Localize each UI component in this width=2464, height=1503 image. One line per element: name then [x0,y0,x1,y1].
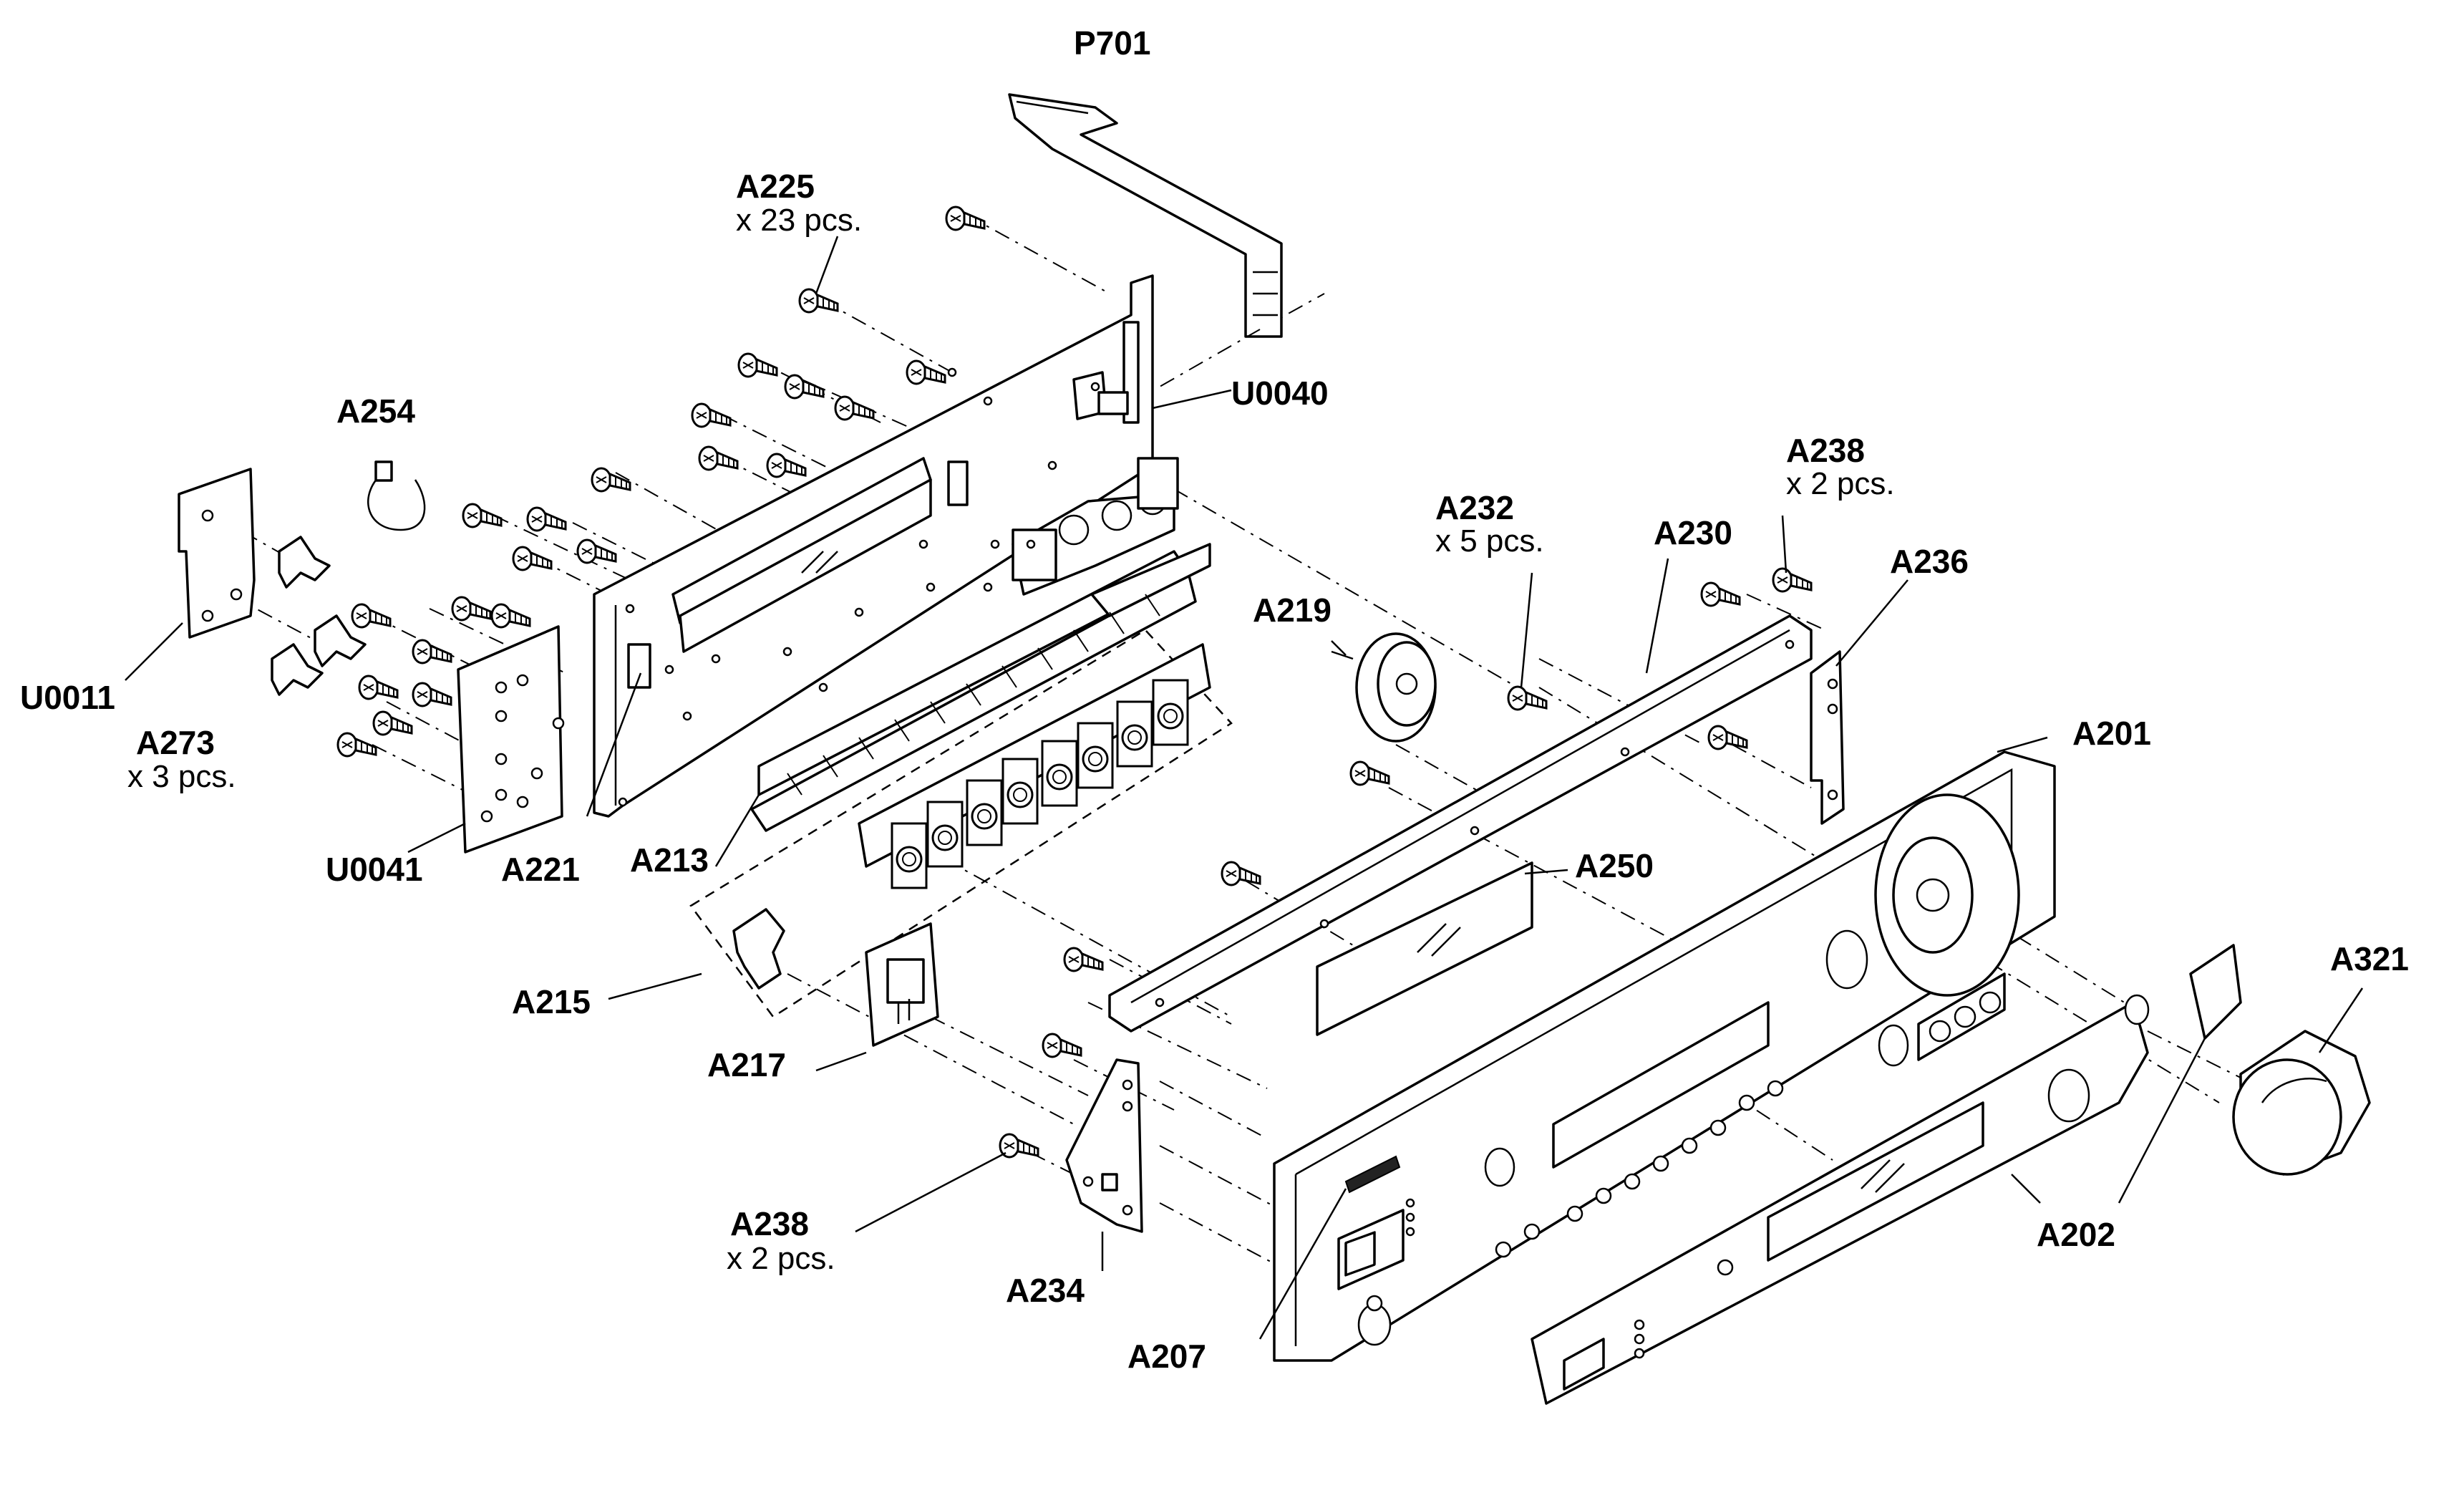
label-a232-qty: x 5 pcs. [1435,523,1544,559]
label-a201: A201 [2072,715,2151,752]
label-a238-top: A238 [1786,432,1865,469]
a215-knob-assembly [608,629,1233,1018]
label-a273: A273 [136,724,215,761]
a217-socket [815,922,939,1072]
u0040-main-board [593,274,1232,818]
label-a217: A217 [707,1046,786,1083]
a250-window [1316,861,1568,1036]
label-a238-bottom: A238 [730,1205,809,1242]
a232-leader [1520,572,1533,688]
a236-side-bracket [1810,579,1908,825]
label-a321: A321 [2330,940,2409,977]
label-u0040: U0040 [1231,374,1329,412]
a213-switch-holder [714,543,1211,867]
label-u0011: U0011 [20,679,115,716]
label-u0041: U0041 [326,851,423,888]
label-a215: A215 [512,983,591,1020]
label-a232: A232 [1435,489,1514,526]
label-a238-top-qty: x 2 pcs. [1786,466,1895,501]
label-a202: A202 [2037,1216,2115,1253]
label-a225-qty: x 23 pcs. [736,203,862,238]
label-a230: A230 [1654,514,1732,551]
a273-clips [271,536,367,696]
p701-ribbon-cable [1008,93,1283,387]
label-a207: A207 [1127,1338,1206,1375]
a219-encoder [1331,632,1437,743]
u0011-board [125,468,256,681]
label-a273-qty: x 3 pcs. [127,759,236,794]
label-a234: A234 [1006,1272,1085,1309]
label-a221: A221 [501,851,580,888]
label-a238-bottom-qty: x 2 pcs. [727,1241,835,1276]
a221-leader [586,672,642,817]
a321-knob [2124,987,2371,1176]
a234-side-bracket [1065,1058,1143,1271]
label-a225: A225 [736,168,815,205]
label-a250: A250 [1575,847,1654,884]
label-a254: A254 [336,392,415,430]
part-labels: P701 A225 x 23 pcs. U0040 A254 A238 x 2 … [20,24,2409,1375]
a230-top-bracket [1108,558,1813,1033]
label-p701: P701 [1074,24,1150,62]
a254-cable-tie [367,460,426,531]
a202-lower-trim [1531,944,2242,1405]
a238-bottom-leader [855,1151,1007,1233]
label-a219: A219 [1253,591,1332,629]
a225-leader [815,236,839,294]
label-a213: A213 [630,841,709,879]
label-a236: A236 [1890,543,1969,580]
a201-front-panel [1258,736,2056,1362]
a238-top-leader [1781,515,1788,574]
u0041-board [407,625,565,854]
